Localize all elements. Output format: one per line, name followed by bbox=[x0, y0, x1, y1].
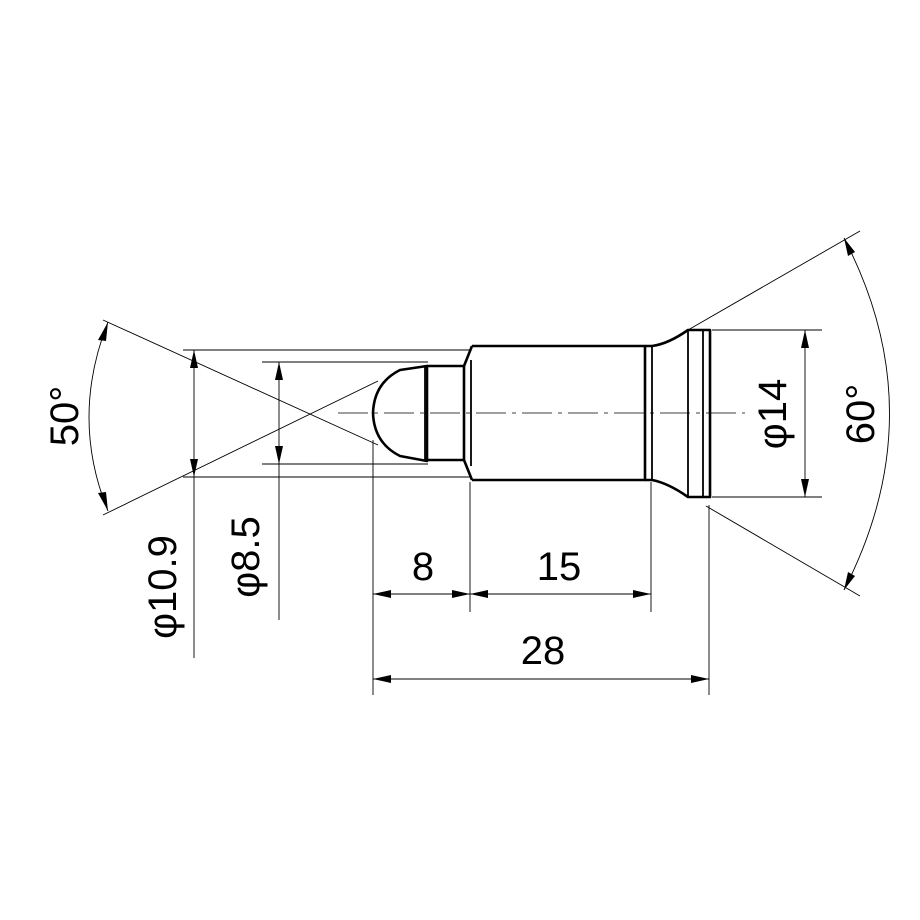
body bbox=[472, 344, 647, 482]
dia-14-dimension bbox=[712, 329, 822, 498]
length-8-label: 8 bbox=[412, 545, 434, 589]
dia-14-label: φ14 bbox=[751, 379, 795, 449]
angle-50-dimension bbox=[88, 319, 379, 516]
part-outline bbox=[371, 328, 712, 499]
collar bbox=[645, 328, 712, 499]
length-15-label: 15 bbox=[537, 545, 582, 589]
angle-50-label: 50° bbox=[43, 386, 87, 447]
length-28-label: 28 bbox=[521, 629, 566, 673]
nose-tip bbox=[371, 364, 429, 463]
length-dimensions bbox=[372, 440, 710, 695]
dia-10-9-label: φ10.9 bbox=[141, 535, 185, 639]
neck bbox=[427, 364, 466, 462]
angle-60-dimension bbox=[687, 230, 890, 597]
angle-60-label: 60° bbox=[839, 384, 883, 445]
dia-8-5-dimension bbox=[262, 361, 428, 620]
dia-10-9-dimension bbox=[183, 349, 470, 658]
dia-8-5-label: φ8.5 bbox=[224, 516, 268, 598]
